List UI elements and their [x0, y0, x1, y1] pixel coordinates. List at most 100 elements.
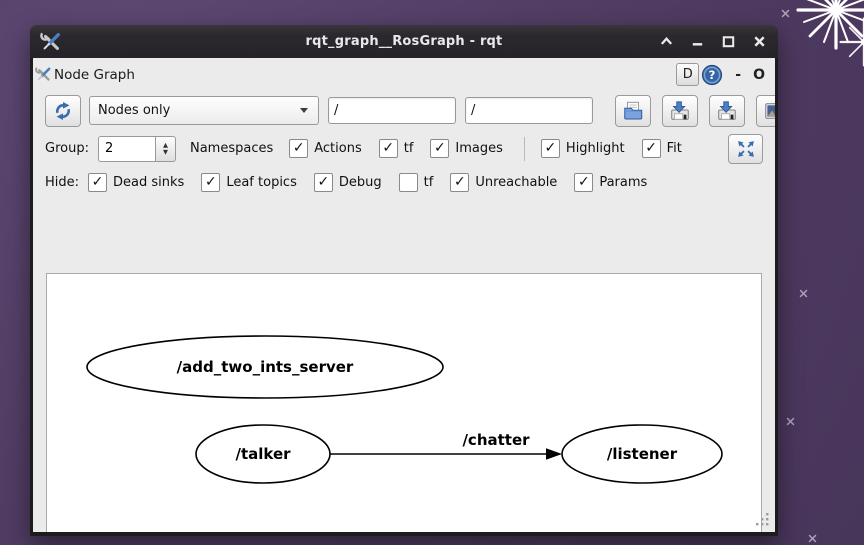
checkbox-debug[interactable]: ✓ Debug: [313, 173, 382, 192]
close-button[interactable]: [750, 33, 768, 51]
close-icon: [753, 36, 765, 47]
namespaces-label: Namespaces: [189, 141, 274, 156]
checkbox-fit[interactable]: ✓ Fit: [641, 139, 682, 158]
help-button[interactable]: ?: [701, 64, 723, 86]
rqt-tools-icon: [40, 32, 60, 50]
rqt-window: rqt_graph__RosGraph - rqt: [30, 25, 778, 536]
chevron-up-icon: [660, 37, 672, 45]
chevron-down-icon: [300, 108, 308, 113]
refresh-icon: [56, 101, 70, 120]
rqt-tools-icon: [35, 67, 51, 81]
save-dot-button[interactable]: [662, 94, 698, 127]
checkbox-label: tf: [423, 175, 434, 190]
checkbox-tf-hide[interactable]: tf: [398, 173, 434, 192]
checkbox-indicator: ✓: [641, 139, 661, 158]
svg-text:?: ?: [709, 68, 716, 82]
graph-type-value: Nodes only: [98, 103, 171, 118]
sparkle-icon: [808, 534, 817, 543]
hide-options-row: Hide: ✓ Dead sinks ✓ Leaf topics ✓ Debug…: [33, 167, 775, 198]
dock-collapse-button[interactable]: -: [735, 66, 742, 83]
group-spinbox[interactable]: ▲ ▼: [97, 135, 176, 162]
maximize-icon: [722, 36, 734, 48]
spin-up-icon[interactable]: ▲: [162, 140, 168, 149]
maximize-button[interactable]: [719, 33, 737, 51]
sparkle-icon: [839, 17, 864, 67]
separator: [523, 136, 525, 161]
folder-open-icon: [624, 101, 643, 119]
checkbox-dead-sinks[interactable]: ✓ Dead sinks: [88, 173, 184, 192]
group-spin-value[interactable]: [97, 135, 155, 162]
hide-label: Hide:: [45, 175, 80, 190]
checkbox-indicator: ✓: [540, 139, 560, 158]
graph-node[interactable]: /listener: [561, 424, 723, 484]
checkbox-label: tf: [403, 141, 414, 156]
checkbox-tf-group[interactable]: ✓ tf: [378, 139, 414, 158]
toolbar: Nodes only: [33, 91, 775, 130]
checkbox-highlight[interactable]: ✓ Highlight: [540, 139, 625, 158]
checkbox-indicator: ✓: [378, 139, 398, 158]
graph-type-dropdown[interactable]: Nodes only: [89, 96, 319, 125]
checkbox-label: Highlight: [565, 141, 625, 156]
graph-node-label: /talker: [235, 445, 291, 463]
expand-arrows-icon: [737, 140, 754, 157]
dock-title: Node Graph: [54, 66, 135, 83]
window-titlebar[interactable]: rqt_graph__RosGraph - rqt: [30, 25, 778, 58]
checkbox-leaf-topics[interactable]: ✓ Leaf topics: [201, 173, 297, 192]
checkbox-indicator: ✓: [313, 173, 333, 192]
debug-button[interactable]: D: [676, 63, 700, 86]
graph-node[interactable]: /add_two_ints_server: [86, 335, 444, 399]
window-title: rqt_graph__RosGraph - rqt: [305, 34, 503, 49]
checkbox-indicator: ✓: [289, 139, 309, 158]
checkbox-indicator: ✓: [574, 173, 594, 192]
sparkle-icon: [799, 289, 808, 298]
sparkle-icon: [796, 0, 864, 50]
spin-down-icon[interactable]: ▼: [162, 147, 168, 156]
checkbox-unreachable[interactable]: ✓ Unreachable: [450, 173, 557, 192]
save-svg-button[interactable]: [709, 94, 745, 127]
save-icon: [718, 100, 736, 120]
checkbox-label: Actions: [314, 141, 362, 156]
graph-node-label: /listener: [607, 445, 678, 463]
graph-node-label: /add_two_ints_server: [177, 358, 354, 376]
fit-in-view-button[interactable]: [728, 133, 763, 164]
shade-button[interactable]: [657, 33, 675, 51]
save-icon: [671, 100, 689, 120]
window-client-area: Node Graph D ? - O: [33, 58, 775, 532]
dock-header: Node Graph D ? - O: [33, 58, 775, 91]
graph-edge-label: /chatter: [462, 431, 530, 449]
graph-edge: /chatter: [330, 431, 562, 460]
checkbox-indicator: ✓: [430, 139, 450, 158]
sparkle-icon: [781, 9, 790, 18]
window-controls: [657, 25, 768, 58]
checkbox-params[interactable]: ✓ Params: [574, 173, 647, 192]
checkbox-label: Leaf topics: [226, 175, 297, 190]
image-icon: [765, 102, 775, 119]
checkbox-indicator: ✓: [88, 173, 108, 192]
minimize-button[interactable]: [688, 33, 706, 51]
dock-float-button[interactable]: O: [753, 66, 765, 83]
checkbox-label: Unreachable: [475, 175, 558, 190]
filter-input-1[interactable]: [328, 97, 456, 124]
group-label: Group:: [45, 141, 89, 156]
minimize-icon: [692, 43, 702, 46]
checkbox-label: Fit: [666, 141, 682, 156]
checkbox-indicator: ✓: [201, 173, 221, 192]
checkbox-label: Dead sinks: [113, 175, 185, 190]
checkbox-label: Debug: [338, 175, 382, 190]
spin-buttons[interactable]: ▲ ▼: [154, 135, 176, 162]
group-options-row: Group: ▲ ▼ Namespaces ✓ Actions ✓ tf: [33, 130, 775, 167]
sparkle-icon: [786, 417, 795, 426]
checkbox-actions[interactable]: ✓ Actions: [289, 139, 362, 158]
checkbox-label: Params: [599, 175, 648, 190]
refresh-button[interactable]: [45, 94, 81, 127]
graph-node[interactable]: /talker: [195, 424, 331, 484]
save-image-button[interactable]: [756, 94, 775, 127]
resize-grip[interactable]: [754, 511, 770, 527]
filter-input-2[interactable]: [465, 97, 593, 124]
checkbox-images[interactable]: ✓ Images: [430, 139, 503, 158]
checkbox-label: Images: [455, 141, 503, 156]
checkbox-indicator: [398, 173, 418, 192]
load-dot-button[interactable]: [615, 94, 651, 127]
graph-canvas[interactable]: /chatter/add_two_ints_server/talker/list…: [46, 273, 762, 532]
